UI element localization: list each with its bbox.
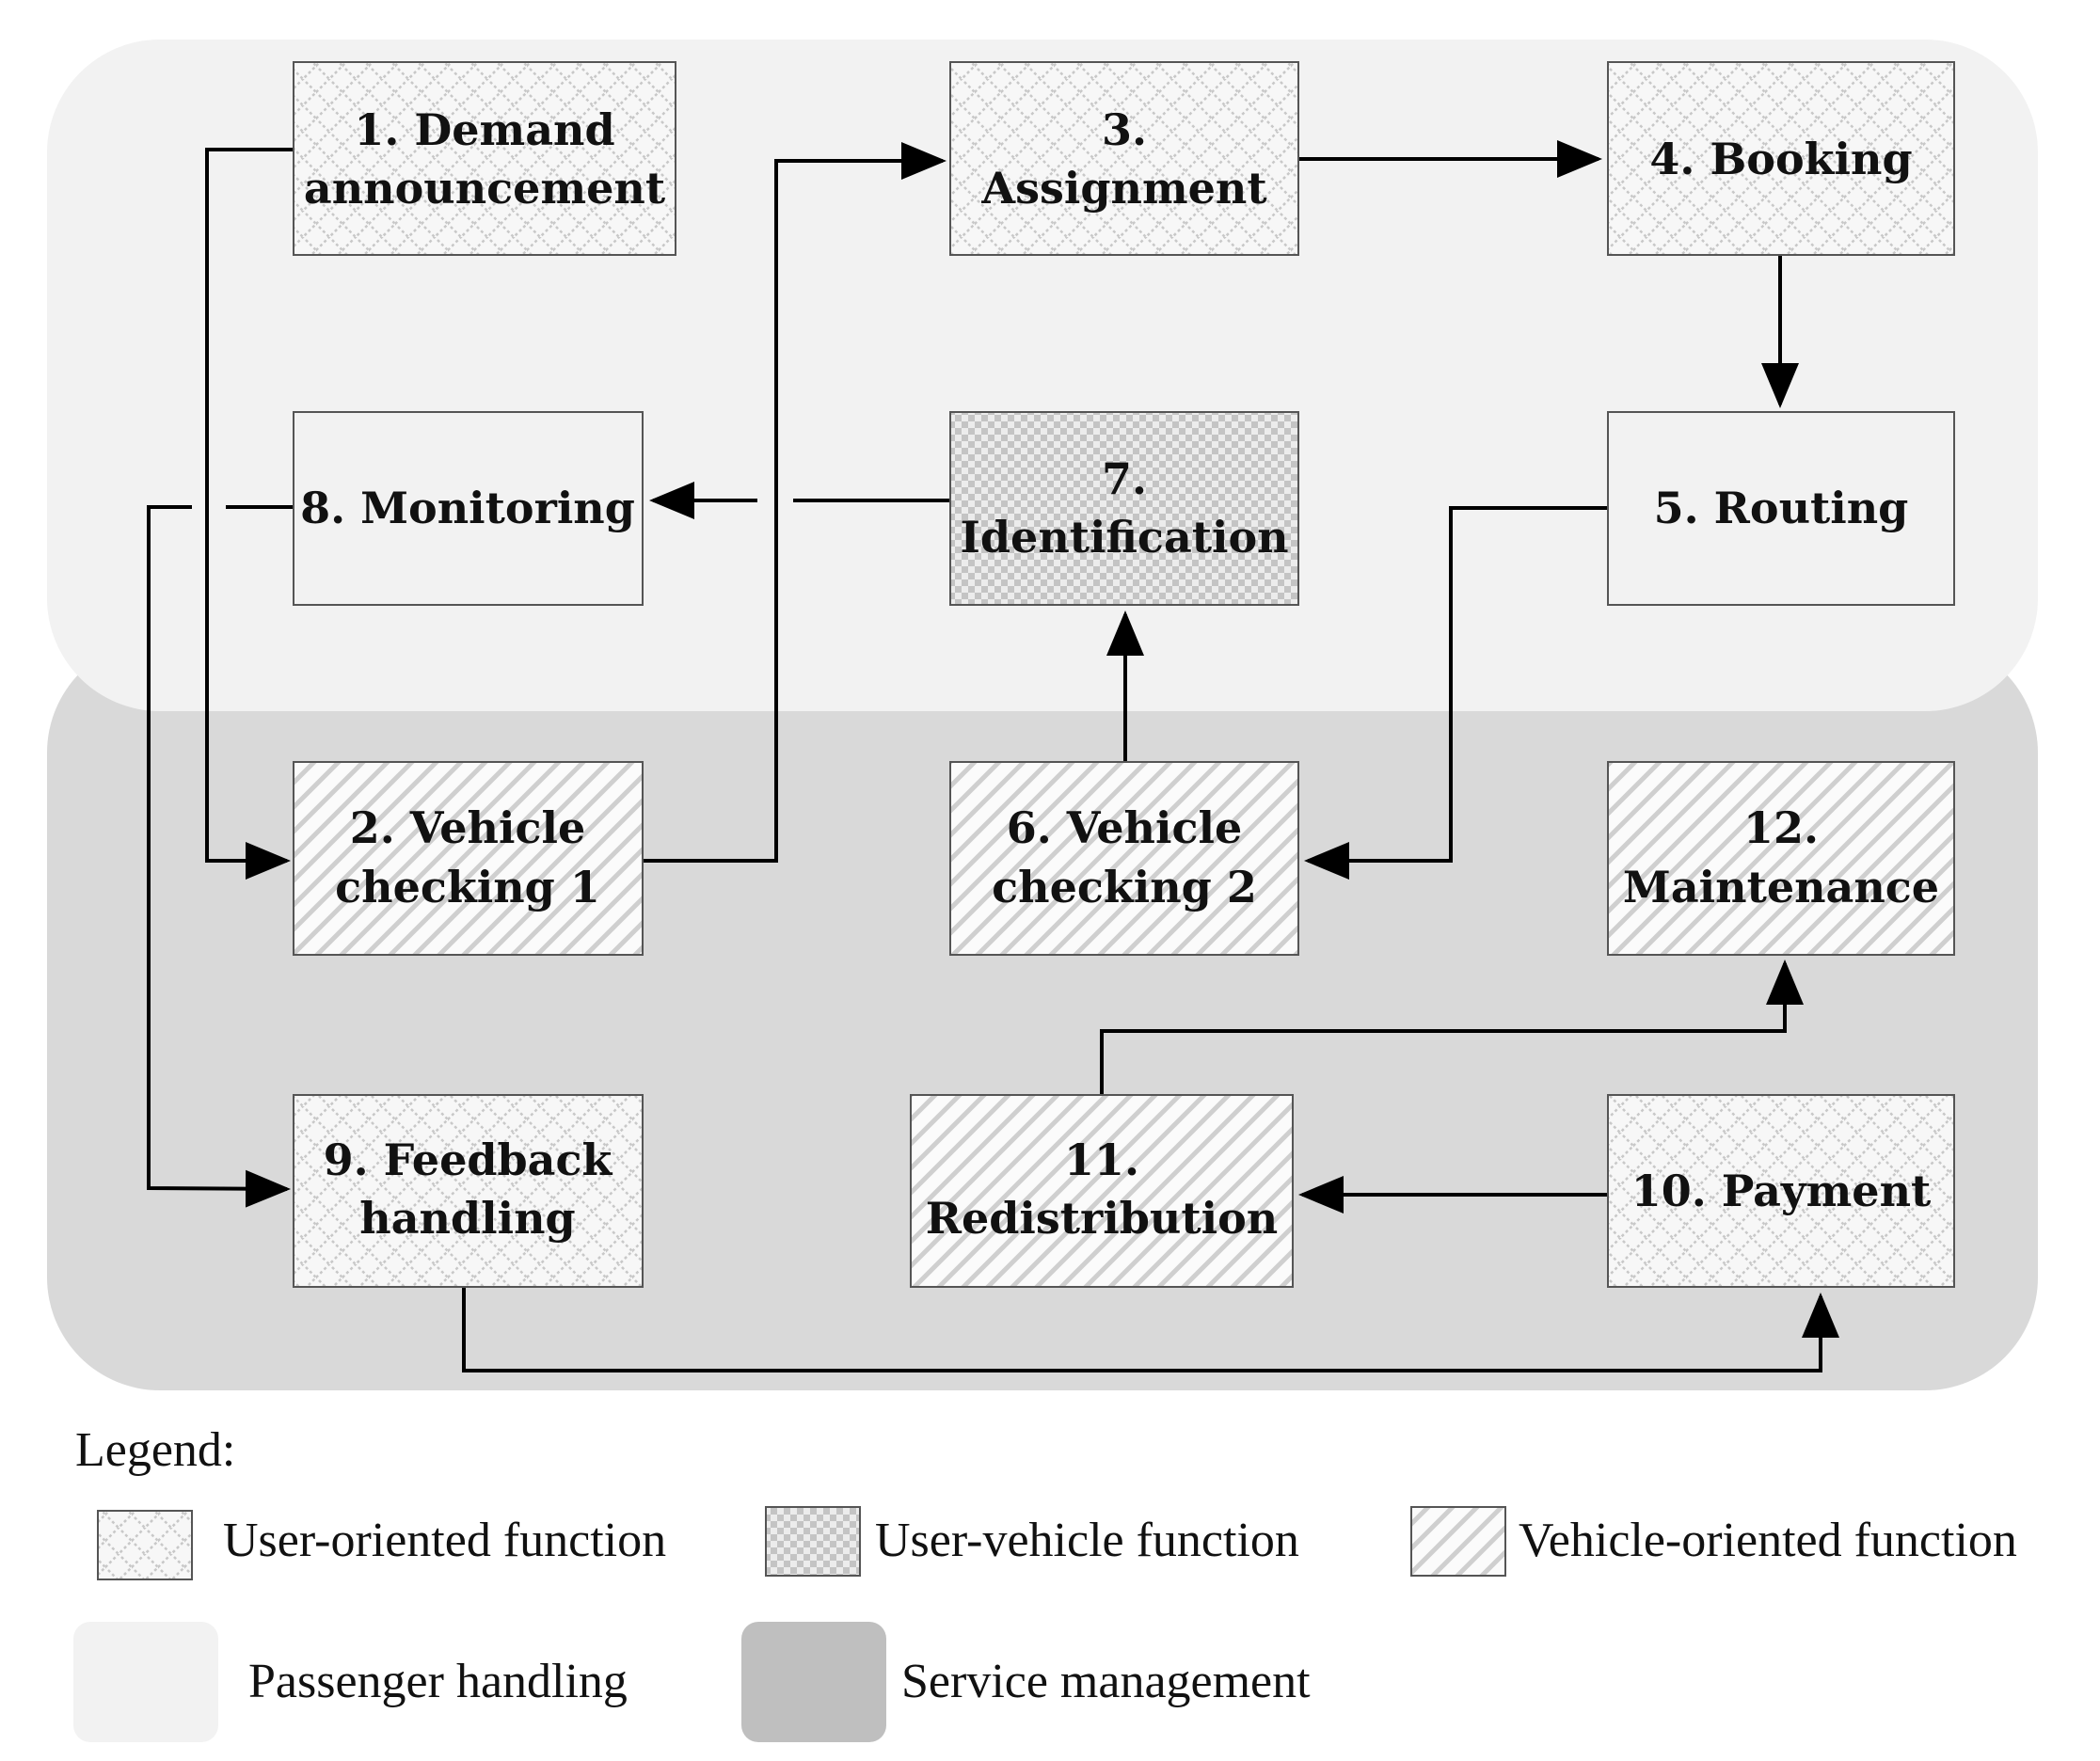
node-label: handling xyxy=(359,1193,575,1244)
node-label: 10. Payment xyxy=(1631,1166,1932,1216)
node-routing: 5. Routing xyxy=(1607,411,1955,606)
legend-label-user-vehicle: User-vehicle function xyxy=(875,1514,1299,1567)
node-label: 3. xyxy=(1102,104,1147,155)
legend-label-service-management: Service management xyxy=(901,1655,1311,1708)
legend: Legend: User-oriented function User-vehi… xyxy=(73,1423,2017,1742)
legend-label-vehicle: Vehicle-oriented function xyxy=(1519,1514,2017,1567)
node-label: announcement xyxy=(304,163,666,214)
node-label: 9. Feedback xyxy=(324,1134,613,1185)
edges xyxy=(147,140,1839,1372)
legend-swatch-vehicle xyxy=(1410,1506,1506,1577)
node-label: 7. xyxy=(1102,453,1147,504)
node-label: Assignment xyxy=(980,163,1267,214)
node-feedback-handling: 9. Feedback handling xyxy=(293,1094,644,1288)
node-assignment: 3. Assignment xyxy=(949,61,1299,256)
node-vehicle-checking-1: 2. Vehicle checking 1 xyxy=(293,761,644,956)
legend-label-passenger-handling: Passenger handling xyxy=(248,1655,628,1708)
node-demand-announcement: 1. Demand announcement xyxy=(293,61,676,256)
legend-swatch-passenger-handling xyxy=(73,1622,218,1742)
node-label: 4. Booking xyxy=(1649,134,1912,184)
node-label: checking 2 xyxy=(992,862,1257,912)
node-label: 5. Routing xyxy=(1654,483,1909,533)
node-label: 1. Demand xyxy=(354,104,614,155)
edge-2-to-3 xyxy=(643,142,947,863)
legend-swatch-service-management xyxy=(741,1622,886,1742)
node-payment: 10. Payment xyxy=(1607,1094,1955,1288)
nodes: 1. Demand announcement 3. Assignment 4. … xyxy=(293,61,1955,1288)
edge-1-to-2 xyxy=(205,148,294,880)
legend-swatch-user xyxy=(97,1510,193,1580)
legend-swatch-user-vehicle xyxy=(765,1506,861,1577)
legend-title: Legend: xyxy=(75,1423,235,1477)
node-label: Maintenance xyxy=(1623,862,1939,912)
node-label: checking 1 xyxy=(335,862,600,912)
node-label: 8. Monitoring xyxy=(300,483,635,533)
edge-11-to-12 xyxy=(1100,960,1804,1095)
node-label: Identification xyxy=(960,512,1288,563)
node-maintenance: 12. Maintenance xyxy=(1607,761,1955,956)
legend-label-user: User-oriented function xyxy=(223,1514,666,1567)
node-label: 6. Vehicle xyxy=(1007,802,1242,853)
node-monitoring: 8. Monitoring xyxy=(293,411,644,606)
node-identification: 7. Identification xyxy=(949,411,1299,606)
node-label: 2. Vehicle xyxy=(350,802,585,853)
node-booking: 4. Booking xyxy=(1607,61,1955,256)
edge-8-to-9 xyxy=(147,505,291,1208)
edge-5-to-6 xyxy=(1304,506,1608,880)
node-label: 11. xyxy=(1064,1134,1139,1185)
node-vehicle-checking-2: 6. Vehicle checking 2 xyxy=(949,761,1299,956)
node-redistribution: 11. Redistribution xyxy=(910,1094,1294,1288)
edge-9-to-10 xyxy=(462,1287,1839,1372)
node-label: Redistribution xyxy=(926,1193,1278,1244)
node-label: 12. xyxy=(1743,802,1819,853)
